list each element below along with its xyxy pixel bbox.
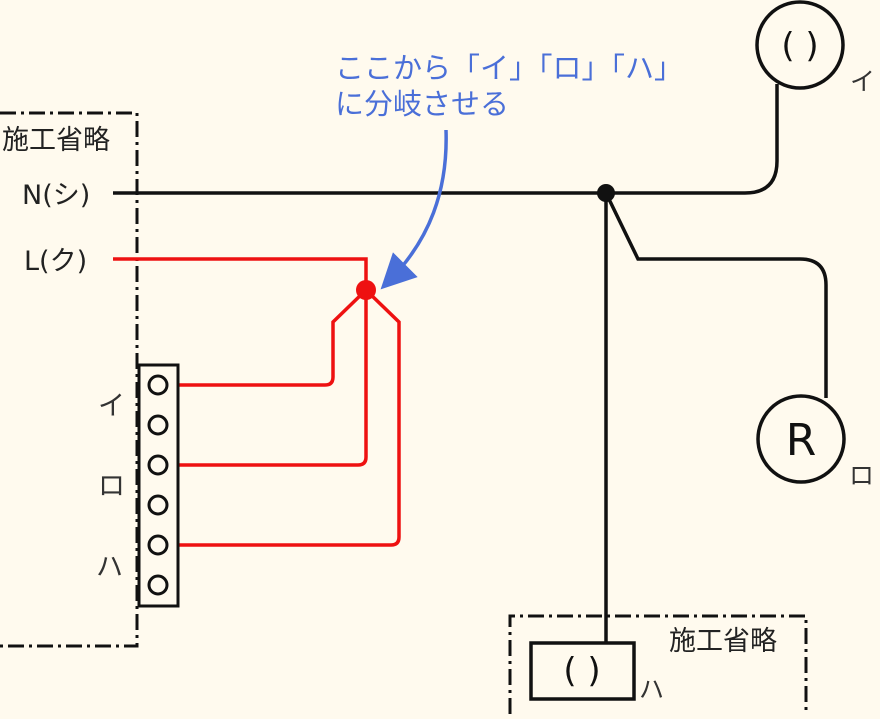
live-to-switch-i-wire [176,288,368,387]
neutral-source-label: N(シ) [22,180,90,211]
live-main-wire [113,257,368,290]
terminal-3 [147,454,169,476]
neutral-wiring [113,84,828,643]
bottom-omitted-box [508,614,808,714]
terminal-1 [147,374,169,396]
neutral-junction-dot [597,184,615,202]
neutral-main-wire [113,84,779,195]
lamp-ha-symbol: ( ) [563,651,600,691]
lamp-i-tag: イ [850,67,875,96]
live-junction-dot [356,280,376,300]
live-wiring [113,257,401,547]
terminal-6 [147,574,169,596]
live-to-switch-ro-wire [176,290,368,467]
annotation-line-1: ここから「イ」「ロ」「ハ」 [335,51,683,85]
terminal-5 [147,534,169,556]
bottom-omitted-label: 施工省略 [669,626,777,657]
left-omitted-box [0,111,139,648]
annotation-arrow [380,129,448,290]
lamp-ha-box [529,641,636,701]
live-source-label: L(ク) [24,246,87,277]
lamp-i-circle [755,0,845,90]
switch-label-ha: ハ [96,552,123,583]
terminal-4 [147,494,169,516]
annotation-line-2: に分岐させる [335,87,509,121]
lamp-ro-symbol: R [786,415,817,466]
lamp-ha-tag: ハ [639,675,664,704]
switch-label-ro: ロ [98,471,125,502]
live-to-switch-ha-wire [176,288,401,547]
lamp-ro-tag: ロ [849,461,874,490]
switch-terminal-block [137,363,180,608]
bottom-omitted-label-bg [665,620,803,660]
terminal-2 [147,414,169,436]
switch-label-i: イ [98,391,125,422]
lamp-i-symbol: ( ) [781,26,818,66]
lamp-ro-circle [756,394,846,484]
neutral-to-lamp-ro-wire [604,192,828,398]
left-omitted-label: 施工省略 [2,125,110,156]
left-omitted-label-bg [0,118,132,158]
